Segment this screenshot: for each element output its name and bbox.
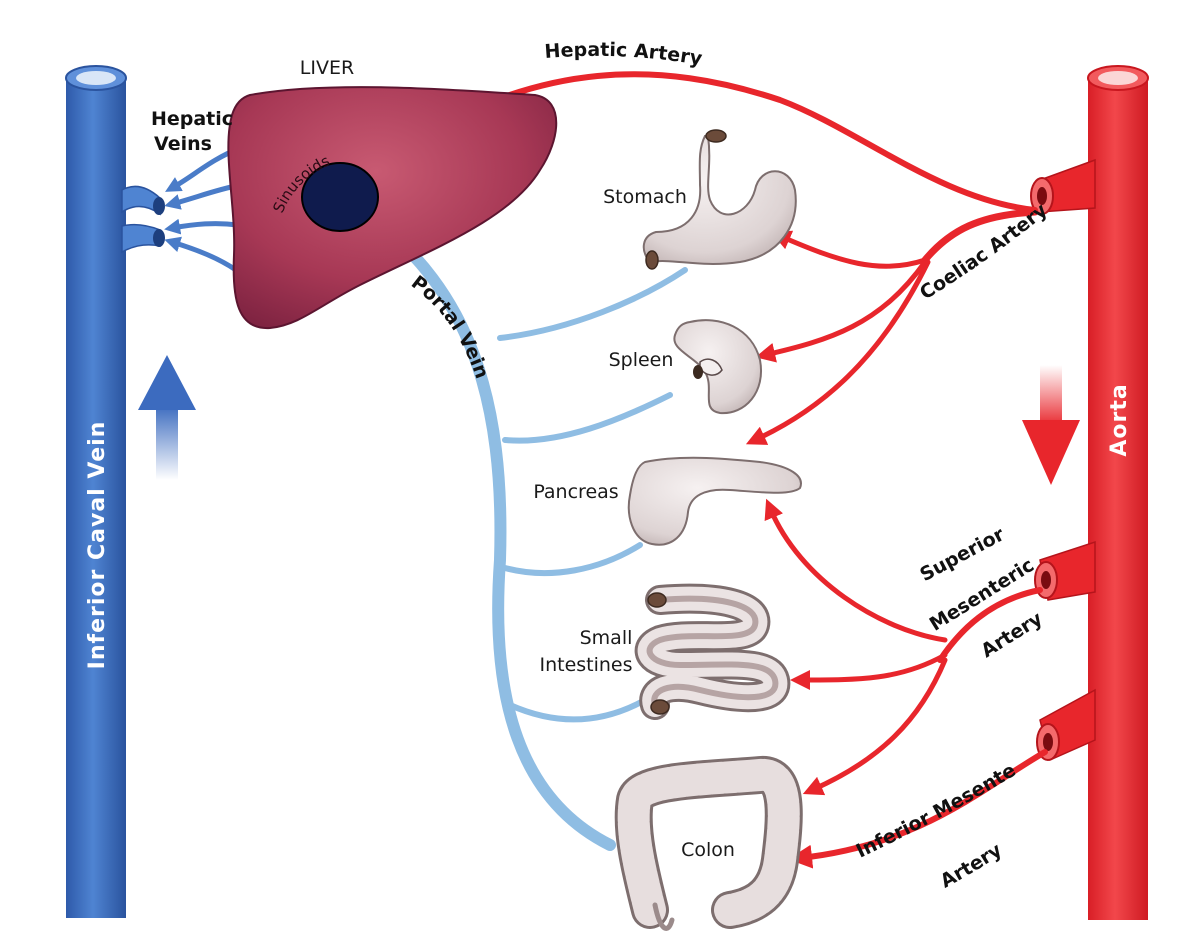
colon [614,756,803,931]
superior-mesenteric-branch [937,587,1043,663]
inferior-mesenteric-artery-stub [1036,688,1096,762]
pancreas-label: Pancreas [533,481,618,503]
hepatic-veins-label-line1: Hepatic [151,108,233,130]
aorta-label: Aorta [1107,383,1132,456]
hepatic-veins-label-line2: Veins [154,133,212,155]
hepatic-artery-label: Hepatic Artery [544,39,705,70]
stomach [642,129,797,270]
small-intestines [634,583,791,720]
downward-flow-arrow [1022,365,1080,485]
coeliac-artery-stub [1030,158,1096,215]
coeliac-trunk [921,208,1039,264]
stomach-label: Stomach [603,186,687,208]
superior-mesenteric-artery-stub [1034,540,1096,601]
portal-vein-system [352,203,688,851]
pancreas [627,456,802,546]
inferior-caval-vein [65,65,165,918]
liver [227,86,558,330]
spleen [673,319,763,415]
small-intestine-opening-top [647,592,667,608]
inferior-mesenteric-branch [788,749,1048,869]
liver-label: LIVER [300,57,354,79]
inferior-mesenteric-label-line2: Artery [937,839,1007,893]
portal-vein-label: Portal Vein [407,271,493,381]
spleen-label: Spleen [609,349,674,371]
upward-flow-arrow [138,355,196,480]
small-intestine-opening-bottom [650,699,670,715]
sinusoids-region [301,162,379,232]
inferior-caval-vein-label: Inferior Caval Vein [85,421,110,670]
small-intestines-label-line2: Intestines [539,654,632,676]
colon-label: Colon [681,839,735,861]
small-intestines-label-line1: Small [580,627,633,649]
aorta [1087,65,1149,920]
superior-mesenteric-label-line3: Artery [977,607,1047,662]
portal-vein [352,203,616,851]
